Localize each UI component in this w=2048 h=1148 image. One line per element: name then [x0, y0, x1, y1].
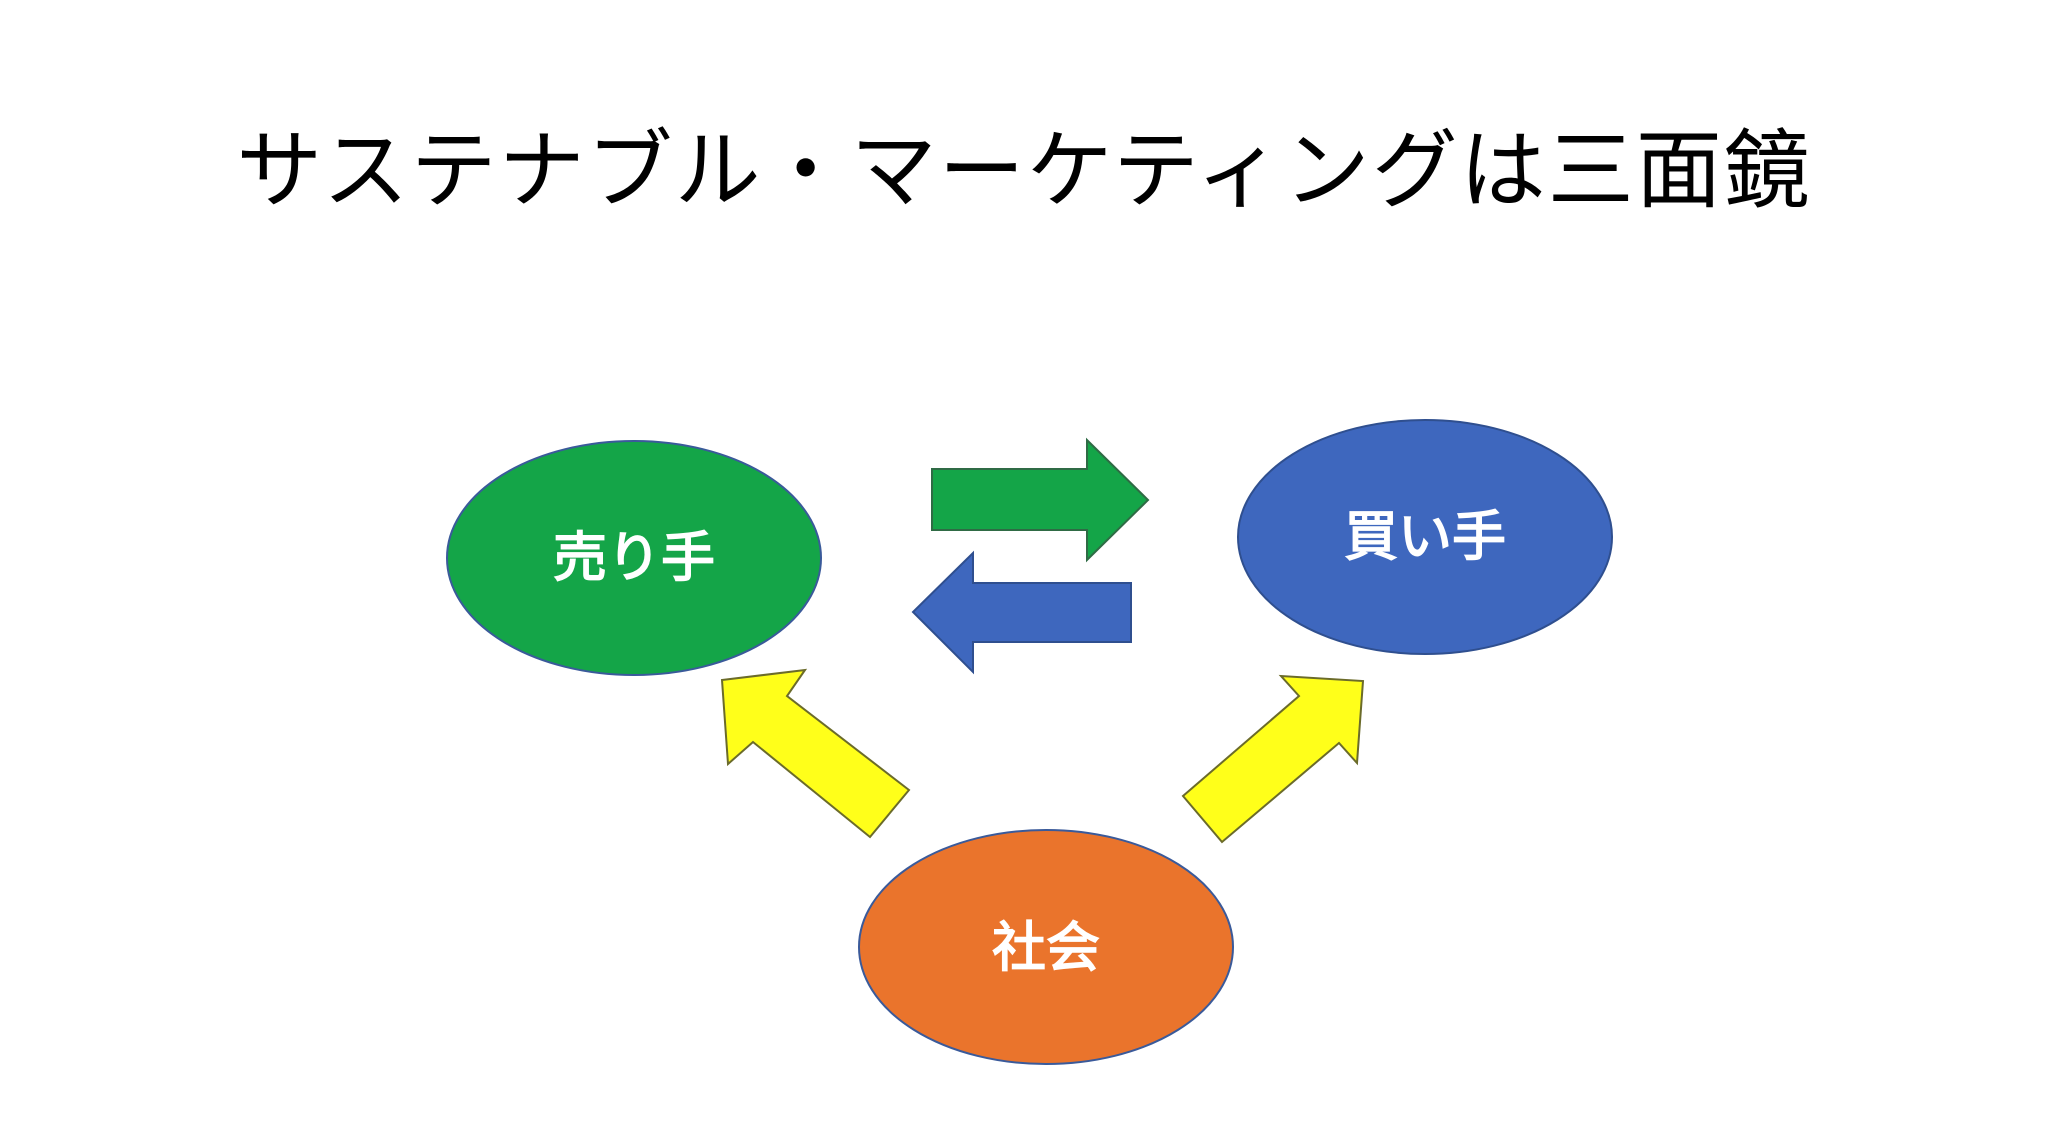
seller-node: 売り手	[446, 440, 822, 676]
buyer-ellipse	[1237, 419, 1613, 655]
buyer-to-seller-arrow	[911, 550, 1132, 675]
seller-ellipse	[446, 440, 822, 676]
seller-label: 売り手	[553, 526, 715, 589]
society-to-seller-arrow	[720, 668, 911, 839]
society-ellipse	[858, 829, 1234, 1065]
buyer-node: 買い手	[1237, 419, 1613, 655]
society-label: 社会	[992, 916, 1100, 979]
seller-to-buyer-arrow	[931, 437, 1150, 563]
page-title: サステナブル・マーケティングは三面鏡	[236, 121, 1812, 221]
society-to-buyer-arrow	[1181, 674, 1365, 844]
society-node: 社会	[858, 829, 1234, 1065]
buyer-label: 買い手	[1344, 505, 1506, 568]
